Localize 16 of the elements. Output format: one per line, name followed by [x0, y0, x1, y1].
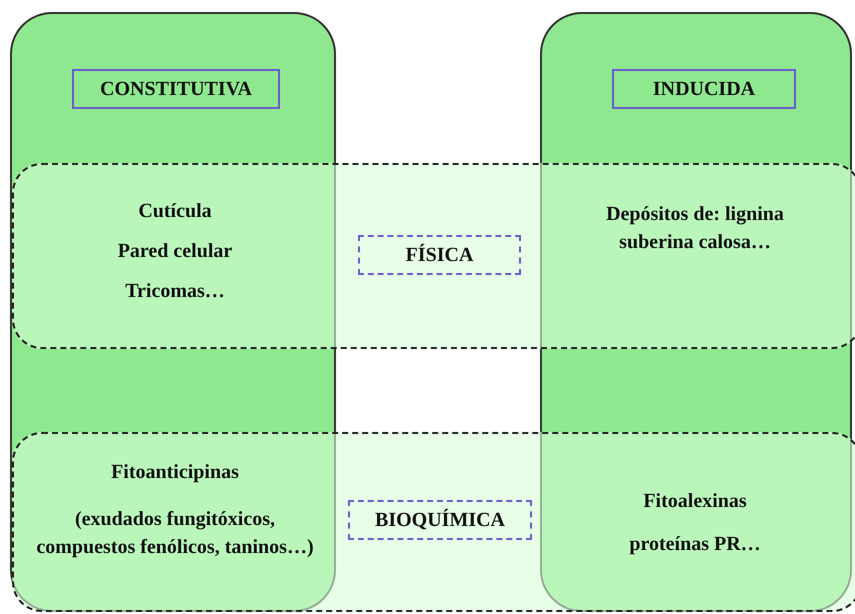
column-heading: INDUCIDA — [612, 69, 796, 109]
cell-text: Fitoanticipinas — [110, 460, 240, 485]
column-heading: CONSTITUTIVA — [72, 69, 280, 109]
band-heading: BIOQUÍMICA — [348, 500, 532, 540]
band-heading: FÍSICA — [358, 235, 521, 275]
cell-text: Fitoalexinas — [642, 489, 748, 514]
cell-text: proteínas PR… — [628, 532, 762, 557]
column-panel — [10, 12, 336, 612]
cell-text: Tricomas… — [124, 279, 226, 304]
cell-text: Pared celular — [116, 239, 234, 264]
cell-text: (exudados fungitóxicos, compuestos fenólicos, taninos…) — [35, 507, 315, 560]
column-panel — [540, 12, 852, 612]
cell-text: Cutícula — [137, 199, 213, 224]
dashed-band — [12, 163, 855, 349]
cell-text: Depósitos de: lignina suberina calosa… — [605, 202, 785, 255]
dashed-band — [12, 432, 855, 612]
